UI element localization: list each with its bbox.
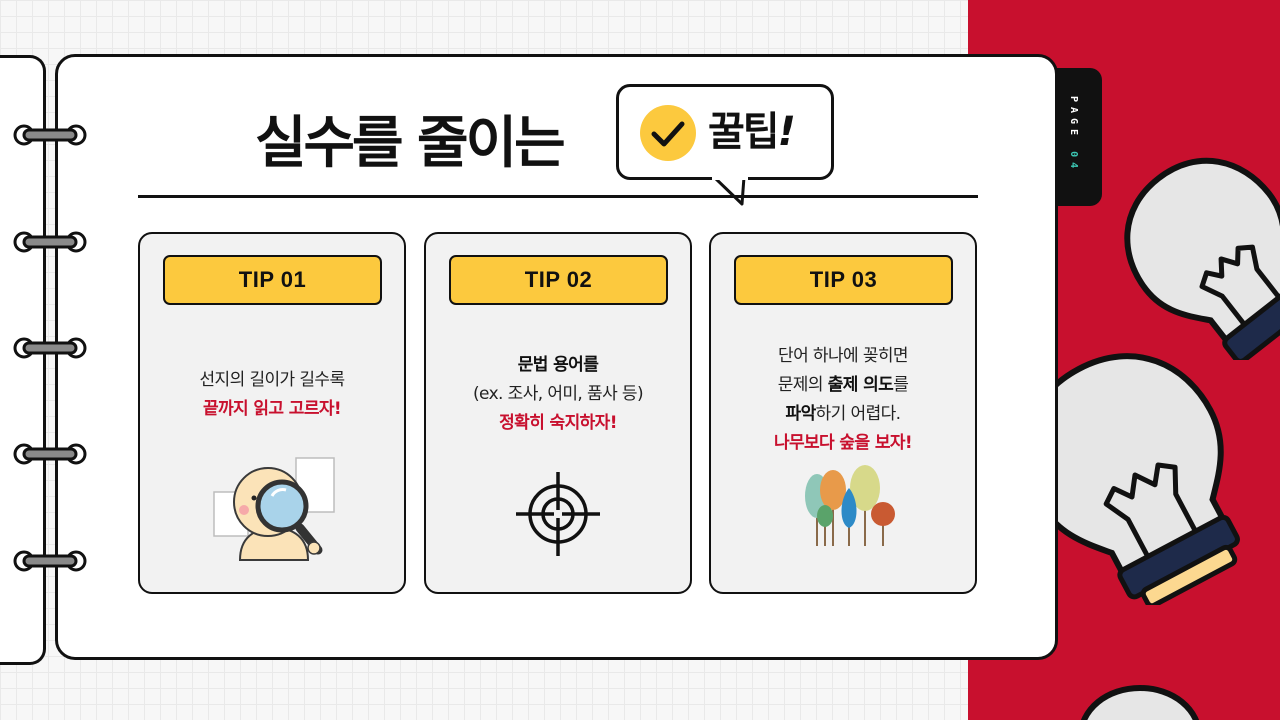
- lightbulb-icon: [1124, 157, 1280, 360]
- page-tab-label: PAGE 04: [1068, 96, 1079, 173]
- tip-body: 단어 하나에 꽂히면 문제의 출제 의도를 파악하기 어렵다. 나무보다 숲을 …: [711, 342, 975, 458]
- tip-body: 문법 용어를 (ex. 조사, 어미, 품사 등) 정확히 숙지하자!: [426, 351, 690, 438]
- tip-text: 하기 어렵다.: [815, 404, 901, 424]
- tip-card-01: TIP 01 선지의 길이가 길수록 끝까지 읽고 고르자!: [138, 232, 406, 594]
- tip-text: 문제의: [777, 375, 828, 395]
- tip-text-bold: 파악: [785, 404, 817, 424]
- tip-line: (ex. 조사, 어미, 품사 등): [473, 384, 644, 404]
- tip-line: 선지의 길이가 길수록: [199, 370, 346, 390]
- tip-line-highlight: 나무보다 숲을 보자!: [773, 433, 913, 453]
- page-tab: [1050, 68, 1102, 206]
- page-tab-word: PAGE: [1068, 96, 1079, 141]
- tip-body: 선지의 길이가 길수록 끝까지 읽고 고르자!: [140, 366, 404, 424]
- bubble-title-exclamation: !: [777, 109, 796, 155]
- tip-label: TIP 03: [734, 255, 953, 305]
- tip-line-bold: 문법 용어를: [517, 355, 599, 375]
- tip-text: 를: [893, 375, 909, 395]
- tip-label: TIP 01: [163, 255, 382, 305]
- tip-card-03: TIP 03 단어 하나에 꽂히면 문제의 출제 의도를 파악하기 어렵다. 나…: [709, 232, 977, 594]
- binder-ring-icon: [13, 124, 87, 146]
- lightbulb-icon: [1023, 353, 1240, 605]
- lightbulb-icon: [1080, 684, 1200, 720]
- tip-line: 단어 하나에 꽂히면: [778, 346, 909, 366]
- crosshair-target-icon: [516, 472, 600, 556]
- binder-ring-icon: [13, 231, 87, 253]
- tip-line: 파악하기 어렵다.: [711, 400, 975, 429]
- tip-label: TIP 02: [449, 255, 668, 305]
- tip-text-bold: 출제 의도: [827, 375, 894, 395]
- bubble-title: 꿀팁!: [708, 105, 796, 159]
- bubble-title-text: 꿀팁: [708, 109, 780, 155]
- tip-line-highlight: 정확히 숙지하자!: [499, 413, 617, 433]
- speech-bubble-tail: [712, 176, 748, 206]
- binder-ring-icon: [13, 550, 87, 572]
- check-circle-icon: [640, 105, 696, 161]
- magnifier-character-icon: [213, 457, 335, 561]
- binder-ring-icon: [13, 337, 87, 359]
- forest-trees-icon: [805, 465, 895, 546]
- page-tab-number: 04: [1068, 151, 1079, 174]
- title-divider: [138, 195, 978, 198]
- page-title: 실수를 줄이는: [255, 111, 566, 176]
- tip-line: 문제의 출제 의도를: [711, 371, 975, 400]
- tip-card-02: TIP 02 문법 용어를 (ex. 조사, 어미, 품사 등) 정확히 숙지하…: [424, 232, 692, 594]
- tip-line-highlight: 끝까지 읽고 고르자!: [202, 399, 342, 419]
- binder-ring-icon: [13, 443, 87, 465]
